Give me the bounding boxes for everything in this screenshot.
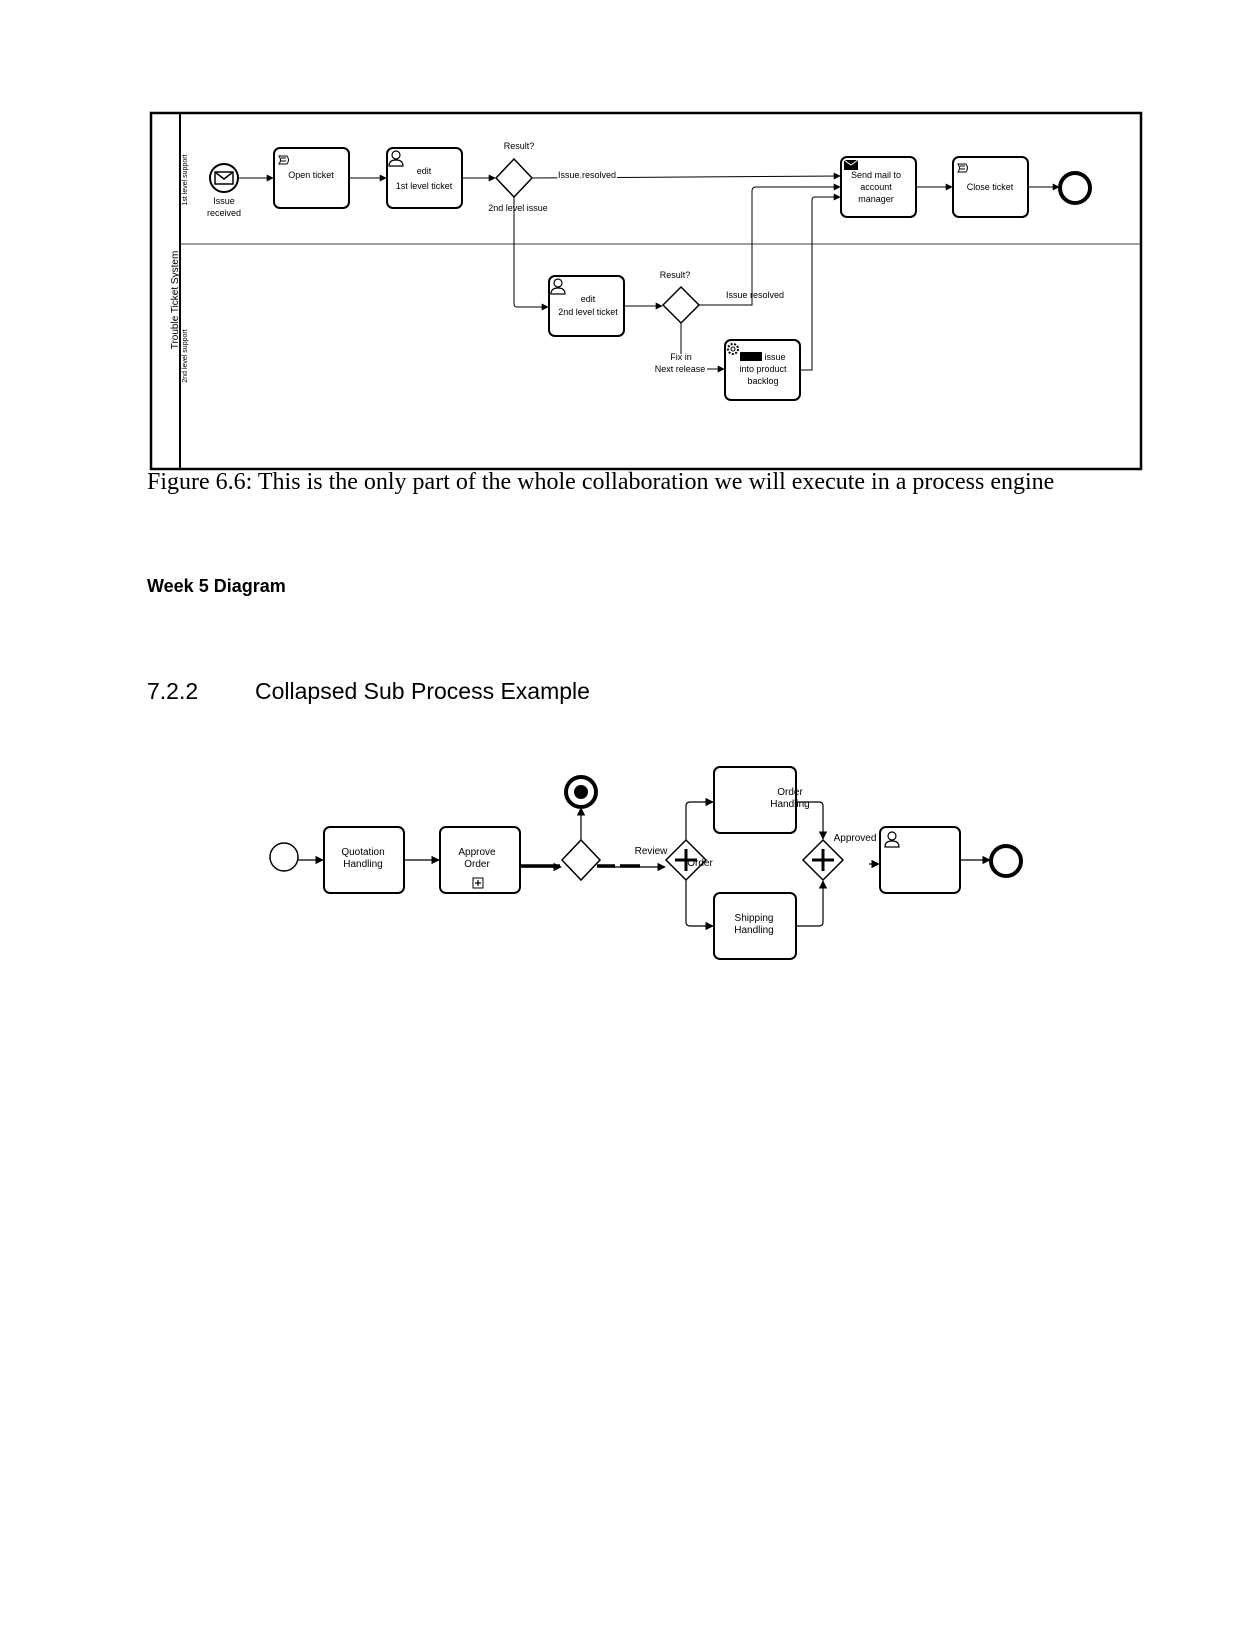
send-mail-line1: Send mail to: [851, 170, 901, 180]
start-event-label-line1: Issue: [213, 196, 235, 206]
pool-border: [149, 111, 1143, 471]
figure-caption: Figure 6.6: This is the only part of the…: [147, 469, 1055, 495]
end-event: [989, 844, 1023, 878]
exclusive-gateway-2: [661, 285, 701, 325]
edit-2nd-label-line1: edit: [581, 294, 596, 304]
shipping-line1: Shipping: [735, 913, 774, 924]
send-mail-line3: manager: [858, 194, 894, 204]
order-handling-line1: Order: [777, 787, 803, 798]
user-icon: [388, 150, 404, 167]
exclusive-gateway-1: [494, 157, 534, 199]
terminate-end-event: [564, 775, 598, 809]
gateway2-label: Result?: [660, 270, 691, 280]
backlog-service-task: issue into product backlog: [724, 339, 801, 401]
quotation-line1: Quotation: [341, 847, 384, 858]
quotation-handling-task: Quotation Handling: [323, 826, 405, 894]
start-event-label-line2: received: [207, 208, 241, 218]
review-line1: Review: [635, 846, 669, 857]
close-ticket-label: Close ticket: [967, 182, 1014, 192]
order-handling-line2: Handling: [770, 799, 809, 810]
backlog-line2: into product: [739, 364, 787, 374]
flow-gw1-sendmail: [531, 172, 841, 180]
issue-resolved-2-label: Issue resolved: [726, 290, 784, 300]
approve-line2: Order: [464, 859, 490, 870]
edit-1st-label-line2: 1st level ticket: [396, 181, 453, 191]
backlog-line3: backlog: [747, 376, 778, 386]
approved-label: Approved: [834, 833, 877, 844]
gateway1-label: Result?: [504, 141, 535, 151]
order-handling-task: [713, 766, 797, 834]
lane-label-1st-level: 1st level support: [182, 154, 189, 205]
lane-label-2nd-level: 2nd level support: [182, 329, 189, 382]
week-label: Week 5 Diagram: [147, 576, 286, 596]
gear-icon: [727, 343, 739, 355]
flow-gw2-sendmail: [699, 183, 841, 306]
approve-order-subprocess: Approve Order: [439, 826, 521, 894]
review-line2: Order: [687, 858, 713, 869]
flow-split-order: [685, 797, 714, 840]
collapsed-marker-icon: [472, 877, 484, 889]
edit-2nd-label-line2: 2nd level ticket: [558, 307, 618, 317]
issue-resolved-1-label: Issue resolved: [558, 170, 616, 180]
quotation-line2: Handling: [343, 859, 382, 870]
flow-shipping-join: [796, 880, 828, 927]
shipping-handling-task: Shipping Handling: [713, 892, 797, 960]
start-event: [269, 842, 299, 872]
shipping-line2: Handling: [734, 925, 773, 936]
script-icon: [957, 163, 968, 173]
end-event: [1058, 171, 1092, 205]
flow-backlog-sendmail: [800, 193, 841, 371]
edit-1st-label-line1: edit: [417, 166, 432, 176]
script-icon: [278, 155, 289, 165]
trouble-ticket-diagram: Trouble Ticket System 1st level support …: [149, 111, 1143, 471]
user-icon: [550, 278, 566, 295]
redaction-bar: [740, 352, 762, 361]
section-number: 7.2.2: [147, 678, 199, 704]
edit-1st-level-task: edit 1st level ticket: [386, 147, 463, 209]
message-start-event: [209, 163, 239, 193]
fix-next-release-line1: Fix in: [670, 352, 692, 362]
collapsed-subprocess-diagram: Quotation Handling Approve Order Shippin…: [269, 766, 1023, 960]
user-icon: [884, 831, 900, 848]
approved-user-task: [879, 826, 961, 894]
pool-label: Trouble Ticket System: [170, 251, 181, 350]
section-title: Collapsed Sub Process Example: [255, 678, 590, 704]
second-level-issue-label: 2nd level issue: [488, 203, 548, 213]
send-mail-line2: account: [860, 182, 892, 192]
section-heading: 7.2.2 Collapsed Sub Process Example: [147, 678, 590, 705]
backlog-line1: issue: [764, 352, 785, 362]
edit-2nd-level-task: edit 2nd level ticket: [548, 275, 625, 337]
open-ticket-task: Open ticket: [273, 147, 350, 209]
flow-split-shipping: [685, 880, 714, 931]
close-ticket-task: Close ticket: [952, 156, 1029, 218]
flow-order-join: [796, 801, 828, 840]
exclusive-gateway: [560, 838, 602, 882]
send-mail-task: Send mail to account manager: [840, 156, 917, 218]
open-ticket-label: Open ticket: [288, 170, 334, 180]
parallel-gateway-join: [801, 838, 845, 882]
fix-next-release-line2: Next release: [655, 364, 706, 374]
approve-line1: Approve: [458, 847, 496, 858]
flow-gw1-edit2: [513, 197, 549, 311]
